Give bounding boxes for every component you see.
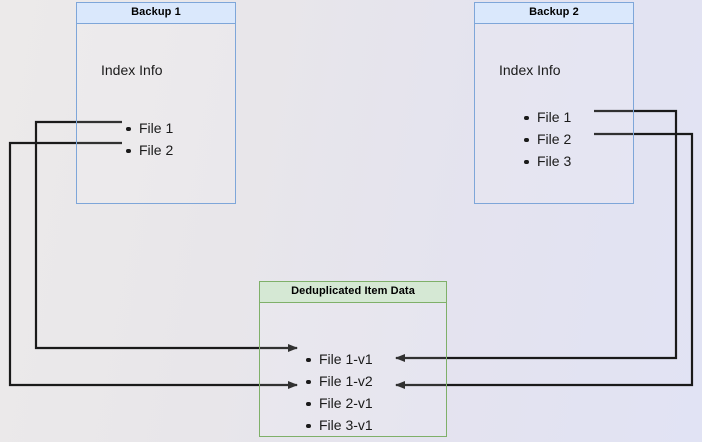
backup-1-index-info-label: Index Info [101,62,163,78]
list-item[interactable]: File 1 [126,117,173,139]
node-backup-2-body: Index Info File 1 File 2 File 3 [475,24,633,203]
list-item[interactable]: File 3-v1 [306,414,373,436]
list-item[interactable]: File 1 [524,106,571,128]
dedup-file-list: File 1-v1 File 1-v2 File 2-v1 File 3-v1 [306,348,373,436]
list-item[interactable]: File 2 [126,139,173,161]
backup-2-index-info-label: Index Info [499,62,561,78]
node-deduplicated-item-data-title: Deduplicated Item Data [260,282,446,303]
list-item[interactable]: File 1-v2 [306,370,373,392]
node-backup-1[interactable]: Backup 1 Index Info File 1 File 2 [76,2,236,204]
node-backup-2[interactable]: Backup 2 Index Info File 1 File 2 File 3 [474,2,634,204]
list-item[interactable]: File 1-v1 [306,348,373,370]
list-item[interactable]: File 2 [524,128,571,150]
list-item[interactable]: File 3 [524,150,571,172]
node-backup-1-body: Index Info File 1 File 2 [77,24,235,203]
list-item[interactable]: File 2-v1 [306,392,373,414]
node-backup-1-title: Backup 1 [77,3,235,24]
node-backup-2-title: Backup 2 [475,3,633,24]
backup-2-file-list: File 1 File 2 File 3 [524,106,571,172]
backup-1-file-list: File 1 File 2 [126,117,173,161]
node-deduplicated-item-data[interactable]: Deduplicated Item Data File 1-v1 File 1-… [259,281,447,437]
node-deduplicated-item-data-body: File 1-v1 File 1-v2 File 2-v1 File 3-v1 [260,303,446,436]
